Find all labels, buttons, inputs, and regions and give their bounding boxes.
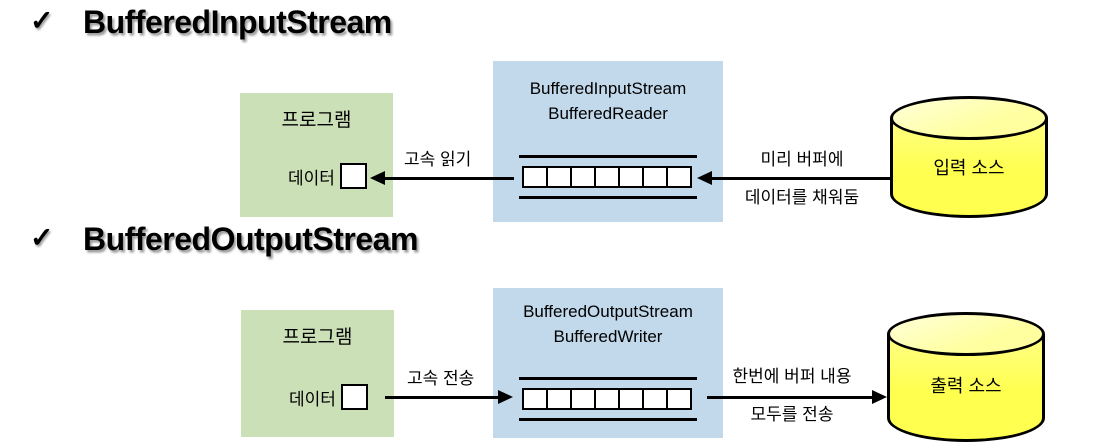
input-source-cylinder: 입력 소스 bbox=[890, 96, 1048, 218]
flush-arrowhead-icon bbox=[872, 390, 887, 404]
data-label: 데이터 bbox=[288, 168, 335, 188]
buffer-cell bbox=[642, 166, 668, 188]
buffer-cell bbox=[642, 388, 668, 410]
buffer-cell bbox=[546, 166, 572, 188]
buffered-output-stream-box: BufferedOutputStream BufferedWriter bbox=[493, 288, 723, 438]
input-source-label: 입력 소스 bbox=[933, 158, 1005, 178]
buffer-cell bbox=[666, 166, 692, 188]
send-arrowhead-icon bbox=[498, 390, 513, 404]
buffer-cell bbox=[618, 166, 644, 188]
heading-buffered-input-stream: ✓ BufferedInputStream bbox=[30, 4, 392, 41]
output-source-cylinder: 출력 소스 bbox=[887, 312, 1045, 442]
read-arrow-line bbox=[378, 177, 514, 180]
send-arrow-line bbox=[385, 396, 500, 399]
buffer-cell bbox=[570, 166, 596, 188]
stream-title-line1: BufferedInputStream bbox=[529, 79, 687, 98]
buffer-cell bbox=[522, 388, 548, 410]
buffer-cells bbox=[522, 166, 697, 188]
buffer-cell bbox=[594, 166, 620, 188]
fill-arrow-line bbox=[704, 177, 890, 180]
input-program-box: 프로그램 데이터 bbox=[240, 93, 393, 217]
program-data-row: 데이터 bbox=[288, 163, 367, 189]
send-arrow-label: 고속 전송 bbox=[407, 369, 475, 388]
flush-arrow-line bbox=[707, 396, 875, 399]
buffer-cell bbox=[594, 388, 620, 410]
program-data-row: 데이터 bbox=[289, 384, 368, 410]
cylinder-top-ellipse bbox=[890, 96, 1048, 140]
output-program-box: 프로그램 데이터 bbox=[241, 310, 394, 437]
read-arrow-label: 고속 읽기 bbox=[404, 150, 472, 169]
buffer-cell bbox=[546, 388, 572, 410]
flush-arrow-label-line1: 한번에 버퍼 내용 bbox=[732, 367, 852, 386]
flush-arrow-label-line2: 모두를 전송 bbox=[750, 405, 834, 424]
buffer-visual bbox=[519, 155, 697, 199]
fill-arrow-label-line1: 미리 버퍼에 bbox=[760, 150, 844, 169]
buffer-cell bbox=[618, 388, 644, 410]
output-source-label: 출력 소스 bbox=[930, 376, 1002, 396]
stream-box-title: BufferedInputStream BufferedReader bbox=[493, 77, 723, 126]
cylinder-top-ellipse bbox=[887, 312, 1045, 356]
data-square bbox=[340, 384, 368, 410]
program-box-title: 프로그램 bbox=[282, 327, 353, 348]
stream-title-line2: BufferedReader bbox=[548, 103, 668, 123]
fill-arrow-label-line2: 데이터를 채워둠 bbox=[744, 188, 860, 207]
buffer-bottom-line bbox=[519, 418, 697, 421]
buffered-input-stream-box: BufferedInputStream BufferedReader bbox=[493, 61, 723, 222]
data-label: 데이터 bbox=[289, 389, 336, 409]
buffer-cell bbox=[666, 388, 692, 410]
buffer-cell bbox=[522, 166, 548, 188]
heading-buffered-output-stream: ✓ BufferedOutputStream bbox=[30, 221, 418, 258]
checkmark-icon: ✓ bbox=[30, 5, 54, 36]
buffer-visual bbox=[519, 377, 697, 421]
data-square bbox=[339, 163, 367, 189]
checkmark-icon: ✓ bbox=[30, 222, 54, 253]
buffer-bottom-line bbox=[519, 196, 697, 199]
buffer-top-line bbox=[519, 377, 697, 380]
heading-text: BufferedInputStream bbox=[83, 4, 392, 40]
stream-title-line2: BufferedWriter bbox=[553, 326, 663, 346]
fill-arrowhead-icon bbox=[697, 171, 712, 185]
program-box-title: 프로그램 bbox=[281, 110, 352, 131]
buffer-top-line bbox=[519, 155, 697, 158]
heading-text: BufferedOutputStream bbox=[83, 221, 418, 257]
stream-title-line1: BufferedOutputStream bbox=[523, 302, 693, 321]
buffer-cell bbox=[570, 388, 596, 410]
buffer-cells bbox=[522, 388, 697, 410]
read-arrowhead-icon bbox=[370, 171, 385, 185]
stream-box-title: BufferedOutputStream BufferedWriter bbox=[493, 300, 723, 349]
